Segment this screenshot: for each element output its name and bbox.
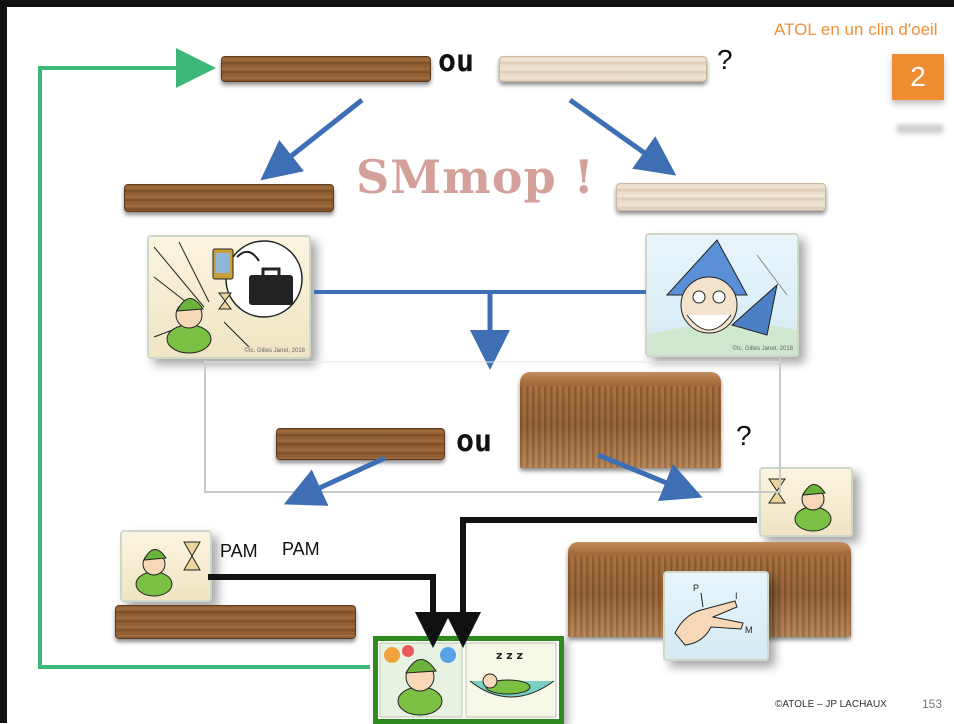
goal-illustration: z z z: [379, 642, 557, 718]
hand-pim-icon: P I M: [674, 583, 753, 646]
smmop-watermark: SMmop !: [356, 150, 595, 204]
hourglass-icon: [218, 292, 232, 310]
question-bottom-connector: ou: [456, 424, 493, 459]
page-number: 153: [922, 697, 943, 711]
badge-shadow: [896, 124, 944, 134]
dwarf-task-illustration: [153, 240, 303, 354]
dwarf-icon: [166, 298, 212, 354]
plank-dark-bottom: [115, 605, 356, 639]
black-arrow-left: [208, 574, 451, 648]
dwarf-icon: [135, 549, 173, 597]
plank-light-right: [616, 183, 826, 211]
dwarf-icon: [384, 645, 456, 716]
card-credit-wizard: ©Ic. Gilles Janet, 2018: [732, 346, 793, 352]
card-wizard: ©Ic. Gilles Janet, 2018: [645, 233, 799, 357]
green-loop-arrow: [38, 48, 370, 669]
blue-arrow-left: [260, 98, 364, 181]
wizard-icon: [647, 239, 797, 355]
plank-dark-middle: [276, 428, 445, 460]
question-top-mark: ?: [717, 44, 733, 75]
card-dwarf-hourglass-right: [759, 467, 853, 537]
section-badge: 2: [892, 54, 944, 100]
svg-text:M: M: [745, 625, 753, 635]
hourglass-icon: [183, 541, 201, 571]
pam-label-2: PAM: [282, 539, 320, 559]
frame-top-border: [0, 0, 954, 7]
blue-arrow-right: [568, 97, 677, 176]
plank-dark-left: [124, 184, 334, 212]
svg-text:z z z: z z z: [496, 649, 523, 662]
pam-label-1: PAM: [220, 541, 258, 561]
frame-left-border: [0, 0, 7, 723]
plank-dark-top: [221, 56, 431, 82]
gray-bracket: [204, 356, 781, 493]
card-hand-pim: P I M: [663, 571, 769, 661]
blue-arrow-middle-right: [597, 452, 703, 501]
card-dwarf-task: ©Ic. Gilles Janet, 2018: [147, 235, 311, 359]
card-credit: ©Ic. Gilles Janet, 2018: [244, 348, 305, 354]
slide-title: ATOL en un clin d'oeil: [774, 20, 938, 39]
dwarf-icon: [794, 484, 832, 532]
briefcase-icon: [249, 267, 293, 305]
blue-arrow-middle-left: [283, 455, 387, 506]
question-top-connector: ou: [438, 44, 475, 79]
phone-icon: [212, 248, 234, 280]
plank-light-top: [499, 56, 707, 82]
plank-tall-middle: [520, 372, 721, 468]
question-bottom-mark: ?: [736, 420, 752, 451]
card-dwarf-hourglass-left: [120, 530, 212, 602]
black-arrow-right: [445, 517, 757, 648]
sleep-zzz-icon: z z z: [469, 649, 555, 698]
dwarf-hourglass-left-illustration: [135, 541, 201, 597]
footer-credit: ©ATOLE – JP LACHAUX: [775, 699, 887, 710]
svg-text:I: I: [735, 591, 738, 601]
svg-text:P: P: [693, 583, 699, 593]
